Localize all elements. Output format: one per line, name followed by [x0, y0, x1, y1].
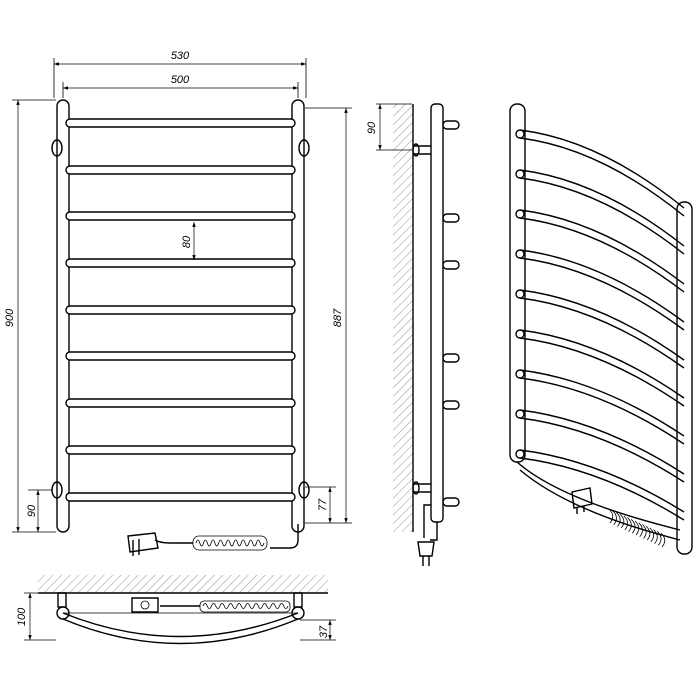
perspective-rail-end-7 [515, 369, 525, 379]
front-rail-3 [65, 211, 296, 221]
side-stub-5 [442, 400, 460, 410]
front-rail-9 [65, 492, 296, 502]
top-wall-hatch [38, 575, 328, 593]
perspective-rail-top-1 [519, 129, 685, 209]
front-rail-6 [65, 351, 296, 361]
side-post [430, 103, 444, 523]
perspective-rail-end-5 [515, 289, 525, 299]
front-rail-8 [65, 445, 296, 455]
perspective-rail-bottom-2 [519, 177, 685, 255]
front-rail-7 [65, 398, 296, 408]
front-rail-2 [65, 165, 296, 175]
perspective-rail-top-7 [519, 369, 685, 437]
top-plug [131, 597, 159, 613]
side-stub-2 [442, 213, 460, 223]
side-stub-6 [442, 497, 460, 507]
bracket-bottom-right [298, 481, 310, 499]
dim-wall-offset: 90 [366, 121, 378, 134]
perspective-rail-end-3 [515, 209, 525, 219]
wall-hatch [393, 104, 413, 532]
dim-bottom-depth: 37 [318, 625, 330, 638]
perspective-rail-bottom-3 [519, 217, 685, 293]
heating-element-cable [127, 524, 299, 556]
perspective-rail-end-1 [515, 129, 525, 139]
dim-axis-height: 887 [332, 308, 344, 327]
front-rail-5 [65, 305, 296, 315]
dim-axis-width: 500 [171, 74, 190, 86]
dim-overall-width: 530 [171, 50, 190, 62]
side-view: 90 [366, 103, 460, 566]
front-rail-1 [65, 118, 296, 128]
front-rail-4 [65, 258, 296, 268]
perspective-rail-end-8 [515, 409, 525, 419]
perspective-rail-bottom-9 [519, 457, 685, 521]
side-rail-stubs [442, 120, 460, 507]
perspective-plug [571, 487, 593, 509]
perspective-rail-end-9 [515, 449, 525, 459]
front-rails [65, 118, 296, 502]
front-view: 530 500 900 90 887 77 80 [4, 50, 352, 556]
side-plug [417, 541, 435, 557]
perspective-rail-bottom-1 [519, 137, 685, 217]
bracket-top-left [51, 139, 63, 157]
dim-bottom-offset-left: 90 [26, 504, 38, 517]
perspective-left-post [509, 103, 526, 463]
perspective-rail-bottom-5 [519, 297, 685, 369]
perspective-rail-top-8 [519, 409, 685, 475]
perspective-rail-end-4 [515, 249, 525, 259]
dim-overall-height: 900 [4, 308, 16, 327]
perspective-rail-top-3 [519, 209, 685, 285]
side-stub-1 [442, 120, 460, 130]
bracket-top-right [298, 139, 310, 157]
perspective-rail-top-4 [519, 249, 685, 323]
plug [127, 532, 159, 553]
perspective-rail-bottom-7 [519, 377, 685, 445]
left-post [56, 99, 70, 533]
perspective-rails [515, 129, 685, 521]
side-stub-3 [442, 260, 460, 270]
dim-depth: 100 [16, 607, 28, 626]
dim-rail-spacing: 80 [181, 235, 193, 248]
right-post [291, 99, 305, 533]
perspective-rail-top-2 [519, 169, 685, 247]
dim-bottom-offset-right: 77 [317, 498, 329, 511]
perspective-right-post [676, 201, 693, 555]
perspective-rail-top-9 [519, 449, 685, 513]
perspective-rail-end-6 [515, 329, 525, 339]
perspective-rail-top-5 [519, 289, 685, 361]
perspective-rail-end-2 [515, 169, 525, 179]
perspective-view [509, 103, 693, 555]
perspective-rail-top-6 [519, 329, 685, 399]
side-stub-4 [442, 353, 460, 363]
top-view: 100 37 [16, 575, 336, 645]
perspective-rail-bottom-8 [519, 417, 685, 483]
perspective-rail-bottom-4 [519, 257, 685, 331]
perspective-rail-bottom-6 [519, 337, 685, 407]
